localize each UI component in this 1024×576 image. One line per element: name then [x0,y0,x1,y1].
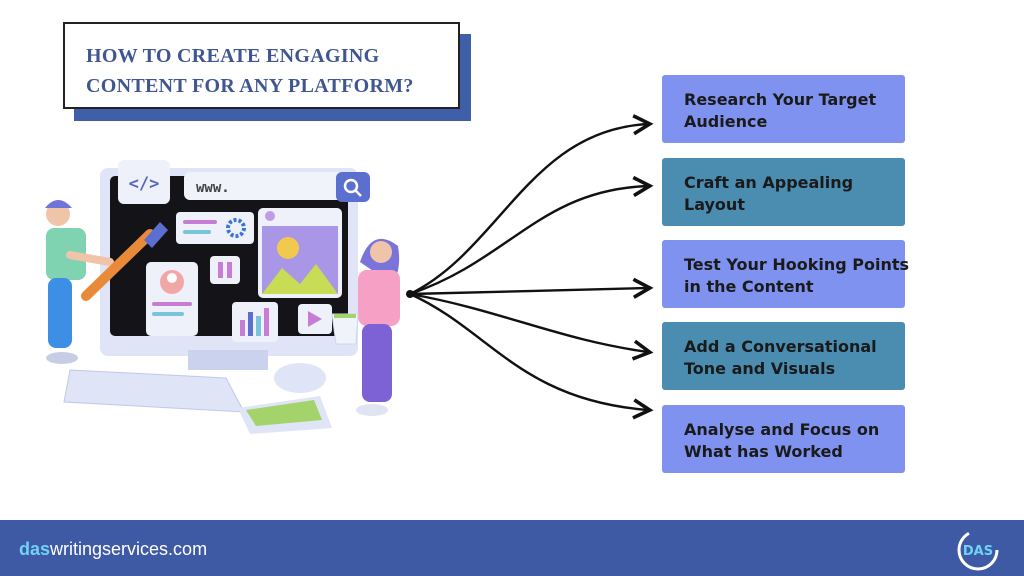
footer-brand-bold: das [19,539,51,559]
search-tile [336,172,370,202]
step-4-line-1: Add a Conversational [684,337,877,356]
step-research-audience: Research Your Target Audience [662,75,905,143]
monitor-stand [188,350,268,370]
footer-brand-rest: writingservices.com [50,539,208,559]
step-1-line-2: Audience [684,112,768,131]
das-logo-icon: DAS [957,529,999,571]
mouse [274,363,326,393]
right-person-pants [362,324,392,402]
step-1-line-1: Research Your Target [684,90,877,109]
code-icon: </> [129,174,160,194]
step-2-line-1: Craft an Appealing [684,173,854,192]
footer-website[interactable]: daswritingservices.com [19,539,207,559]
step-3-line-2: in the Content [684,277,814,296]
right-person-head [370,241,392,263]
pause-tile [210,256,240,284]
footer-bar: daswritingservices.com [0,520,1024,576]
step-4-line-2: Tone and Visuals [684,359,836,378]
paint-brush [81,229,155,301]
address-bar [184,172,344,200]
paint-bucket [331,313,359,345]
step-5-line-2: What has Worked [684,442,843,461]
gear-icon [226,218,246,238]
step-conversational-tone: Add a Conversational Tone and Visuals [662,322,905,390]
profile-card [146,262,198,336]
step-2-line-2: Layout [684,195,745,214]
play-icon [308,311,322,327]
left-person-pants [48,278,72,348]
title-card: HOW TO CREATE ENGAGING CONTENT FOR ANY P… [63,22,460,109]
title-line-1: HOW TO CREATE ENGAGING [86,45,380,67]
step-3-line-1: Test Your Hooking Points [684,255,910,274]
title-line-2: CONTENT FOR ANY PLATFORM? [86,75,414,97]
keyboard [63,369,245,413]
settings-card [176,212,254,244]
step-analyse-focus: Analyse and Focus on What has Worked [662,405,905,473]
step-craft-layout: Craft an Appealing Layout [662,158,905,226]
step-test-hooking-points: Test Your Hooking Points in the Content [662,240,910,308]
logo-text: DAS [963,544,993,559]
step-5-line-1: Analyse and Focus on [684,420,880,439]
bar-chart-tile [232,302,278,342]
left-person-shirt [46,228,86,280]
code-tile [118,160,170,204]
address-text: www. [196,180,230,196]
right-person-shirt [358,270,400,326]
search-icon [343,178,359,194]
